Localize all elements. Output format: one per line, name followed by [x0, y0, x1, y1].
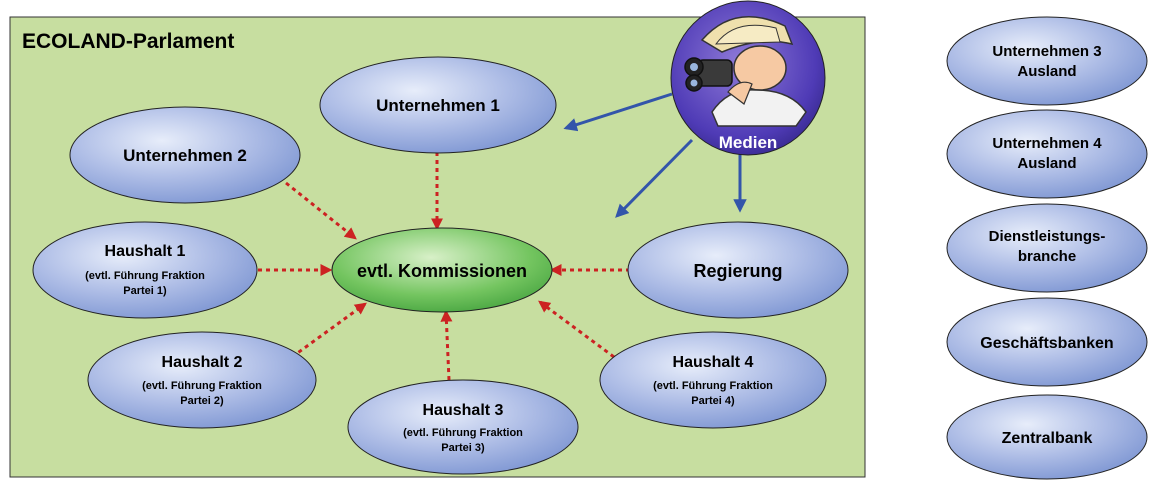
- photographer-icon: [684, 15, 807, 127]
- node-label: Unternehmen 1: [376, 96, 500, 115]
- node-zentralbank: Zentralbank: [946, 394, 1148, 480]
- node-haushalt-2: Haushalt 2 (evtl. Führung Fraktion Parte…: [87, 331, 317, 429]
- node-label: Zentralbank: [1002, 430, 1093, 447]
- node-subtitle: (evtl. Führung Fraktion: [85, 270, 205, 282]
- node-subtitle: (evtl. Führung Fraktion: [653, 380, 773, 392]
- node-regierung: Regierung: [627, 221, 849, 319]
- node-label: Geschäftsbanken: [980, 335, 1113, 352]
- node-label: Ausland: [1017, 155, 1076, 172]
- node-label: Unternehmen 3: [992, 43, 1101, 60]
- node-label: Unternehmen 4: [992, 135, 1102, 152]
- medien-label: Medien: [719, 133, 778, 152]
- node-subtitle: (evtl. Führung Fraktion: [403, 427, 523, 439]
- arrow-medien-to-unternehmen1: [563, 92, 673, 132]
- node-title: Haushalt 1: [105, 243, 186, 260]
- node-unternehmen-1: Unternehmen 1: [319, 56, 557, 154]
- node-title: Haushalt 3: [423, 402, 504, 419]
- node-medien: Medien: [670, 0, 826, 156]
- node-label: evtl. Kommissionen: [357, 261, 527, 281]
- arrow-unternehmen2-to-kommissionen: [285, 181, 357, 240]
- node-subtitle: Partei 1): [123, 285, 167, 297]
- influence-arrows: [258, 152, 630, 381]
- node-dienstleistungsbranche: Dienstleistungs- branche: [946, 203, 1148, 293]
- node-subtitle: Partei 4): [691, 395, 735, 407]
- node-subtitle: (evtl. Führung Fraktion: [142, 380, 262, 392]
- node-haushalt-1: Haushalt 1 (evtl. Führung Fraktion Parte…: [32, 221, 258, 319]
- node-title: Haushalt 4: [673, 354, 754, 371]
- node-subtitle: Partei 2): [180, 395, 224, 407]
- node-label: Unternehmen 2: [123, 146, 247, 165]
- node-unternehmen-4-ausland: Unternehmen 4 Ausland: [946, 109, 1148, 199]
- node-label: Ausland: [1017, 63, 1076, 80]
- node-label: Dienstleistungs-: [989, 228, 1106, 245]
- node-kommissionen: evtl. Kommissionen: [331, 227, 553, 313]
- arrow-haushalt2-to-kommissionen: [291, 302, 367, 359]
- side-nodes: Unternehmen 3 Ausland Unternehmen 4 Ausl…: [946, 16, 1148, 480]
- node-haushalt-4: Haushalt 4 (evtl. Führung Fraktion Parte…: [599, 331, 827, 429]
- node-label: Regierung: [693, 261, 782, 281]
- node-title: Haushalt 2: [162, 354, 243, 371]
- node-subtitle: Partei 3): [441, 442, 485, 454]
- parliament-title: ECOLAND-Parlament: [22, 30, 234, 53]
- node-label: branche: [1018, 248, 1076, 265]
- arrow-haushalt3-to-kommissionen: [440, 309, 453, 381]
- node-haushalt-3: Haushalt 3 (evtl. Führung Fraktion Parte…: [347, 379, 579, 475]
- node-unternehmen-2: Unternehmen 2: [69, 106, 301, 204]
- node-geschaeftsbanken: Geschäftsbanken: [946, 297, 1148, 387]
- arrow-medien-to-parlament: [615, 138, 694, 218]
- media-arrows: [563, 92, 747, 218]
- node-unternehmen-3-ausland: Unternehmen 3 Ausland: [946, 16, 1148, 106]
